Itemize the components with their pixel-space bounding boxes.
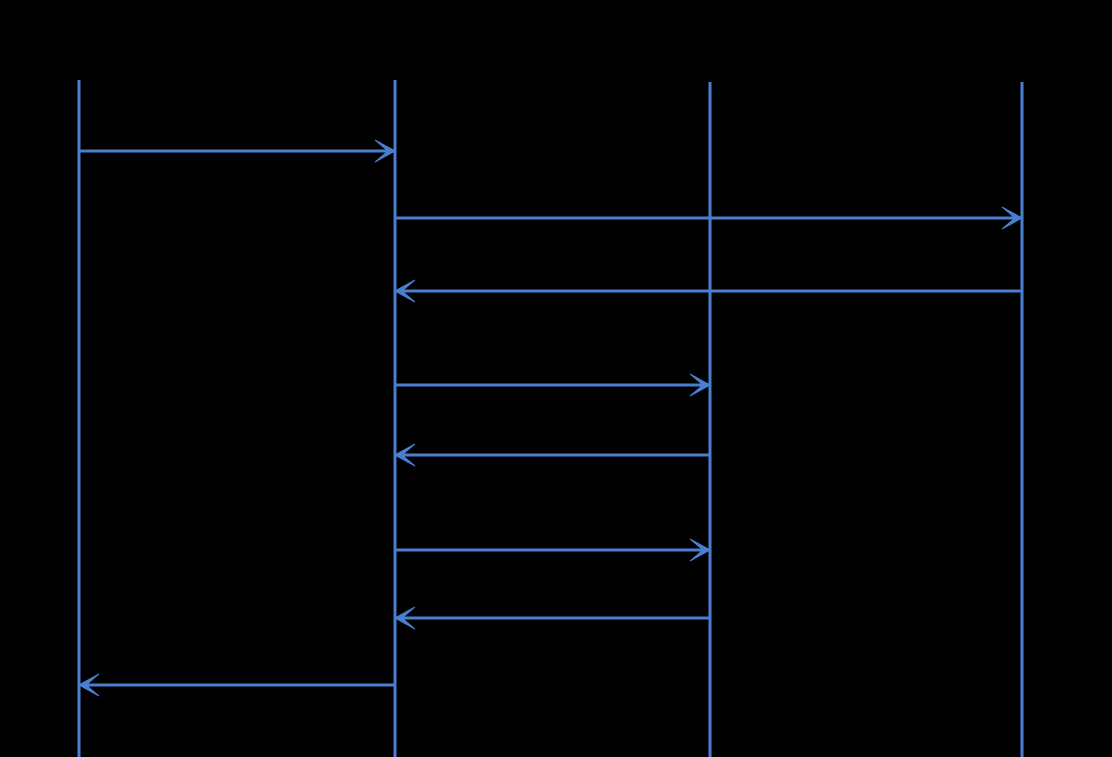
message-1-arrowhead-icon (374, 139, 397, 163)
message-2-arrowhead-icon (1001, 206, 1024, 230)
message-4[interactable] (395, 373, 712, 397)
messages-group (77, 139, 1024, 697)
message-3-arrowhead-icon (393, 279, 416, 303)
message-1[interactable] (79, 139, 397, 163)
message-6[interactable] (395, 538, 712, 562)
message-6-arrowhead-icon (689, 538, 712, 562)
lifelines-group (77, 80, 1024, 757)
message-2[interactable] (395, 206, 1024, 230)
message-7[interactable] (393, 606, 710, 630)
message-4-arrowhead-icon (689, 373, 712, 397)
message-5-arrowhead-icon (393, 443, 416, 467)
message-8-arrowhead-icon (77, 673, 100, 697)
message-5[interactable] (393, 443, 710, 467)
message-7-arrowhead-icon (393, 606, 416, 630)
message-8[interactable] (77, 673, 395, 697)
message-3[interactable] (393, 279, 1022, 303)
